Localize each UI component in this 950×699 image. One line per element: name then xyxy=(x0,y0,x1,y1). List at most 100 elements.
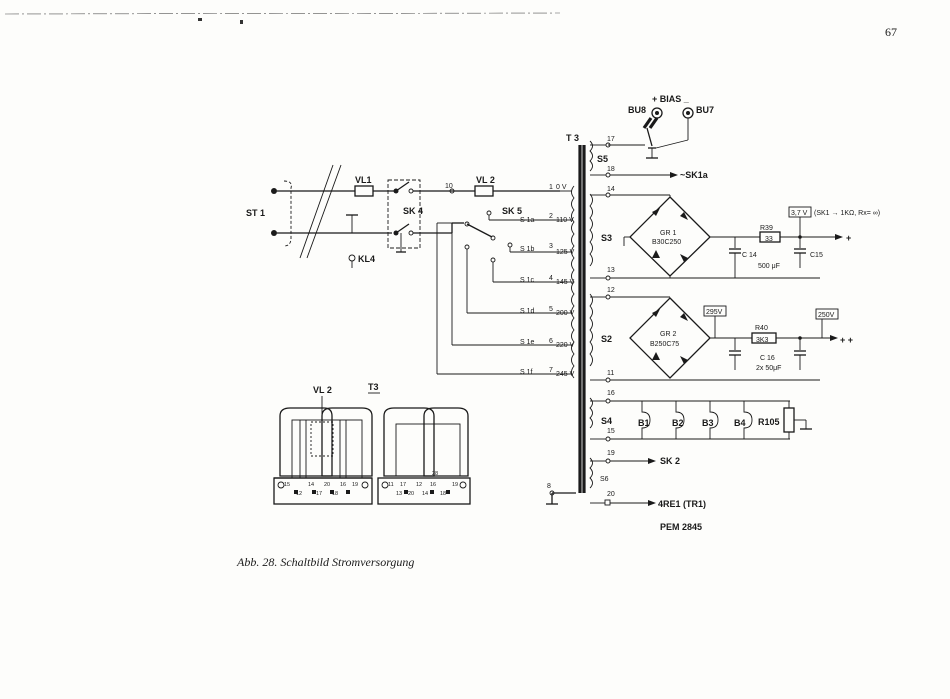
node-12: 12 xyxy=(607,287,615,294)
tap-num-4: 4 xyxy=(549,275,553,282)
bias-label: + BIAS _ xyxy=(652,94,690,104)
node-10-label: 10 xyxy=(445,183,453,190)
gr2-type: B250C75 xyxy=(650,341,679,348)
vl1-label: VL1 xyxy=(355,175,372,185)
c16-value: 2x 50μF xyxy=(756,365,781,372)
r39-value: 33 xyxy=(765,236,773,243)
tap-volt-7: 245 V xyxy=(556,371,575,378)
b4-label: B4 xyxy=(734,418,746,428)
tap-num-7: 7 xyxy=(549,367,553,374)
gr2-label: GR 2 xyxy=(660,331,676,338)
bu7-label: BU7 xyxy=(696,105,714,115)
term-l-0: 15 xyxy=(284,482,290,488)
term-r-8: 19 xyxy=(452,482,458,488)
tap-num-6: 6 xyxy=(549,338,553,345)
node-20: 20 xyxy=(607,491,615,498)
term-r-7: 18 xyxy=(440,491,446,497)
term-l-6: 16 xyxy=(340,482,346,488)
r39-label: R39 xyxy=(760,225,773,232)
tap-volt-5: 200 V xyxy=(556,310,575,317)
tap-volt-2: 110 V xyxy=(556,217,574,224)
transformer-t3: T 3 8 xyxy=(546,133,593,505)
node-14: 14 xyxy=(607,186,615,193)
term-l-4: 20 xyxy=(324,482,330,488)
plus-output-1: + xyxy=(846,233,851,243)
voltage-tag-250: 250V xyxy=(818,312,835,319)
term-r-4: 12 xyxy=(416,482,422,488)
node-17: 17 xyxy=(607,136,615,143)
page-number: 67 xyxy=(885,25,897,39)
node-13: 13 xyxy=(607,267,615,274)
plus-output-2: + + xyxy=(840,335,853,345)
s6-label: S6 xyxy=(600,476,609,483)
vl2-bottom-label: VL 2 xyxy=(313,385,332,395)
tap-volt-1: 0 V xyxy=(556,184,567,191)
tap-volt-3: 125 V xyxy=(556,249,575,256)
fuse-vl2-line: 10 VL 2 xyxy=(445,175,560,197)
b3-label: B3 xyxy=(702,418,714,428)
secondary-s2: 12 11 S2 GR 2 B250C75 295V C 16 2x 50μF … xyxy=(590,287,853,383)
secondary-s6: 19 SK 2 S6 20 4RE1 (TR1) xyxy=(590,450,706,509)
tap-num-5: 5 xyxy=(549,306,553,313)
term-l-1: 12 xyxy=(296,491,302,497)
c14-label: C 14 xyxy=(742,252,757,259)
sk4-label: SK 4 xyxy=(403,206,423,216)
tap-switch-7: S 1f xyxy=(520,369,533,376)
transformer-view-left: VL 2 15 12 14 17 20 18 16 19 xyxy=(273,385,373,505)
t3-bottom-label: T3 xyxy=(368,382,379,392)
tap-num-1: 1 xyxy=(549,184,553,191)
b1-label: B1 xyxy=(638,418,650,428)
s4-label: S4 xyxy=(601,416,612,426)
c15-value: 500 μF xyxy=(758,263,780,270)
term-r-6: 16 xyxy=(430,482,436,488)
node-18: 18 xyxy=(607,166,615,173)
s2-label: S2 xyxy=(601,334,612,344)
term-l-2: 14 xyxy=(308,482,314,488)
term-r-2: 17 xyxy=(400,482,406,488)
sk1a-label: ~SK1a xyxy=(680,170,709,180)
tap-volt-4: 145 V xyxy=(556,279,575,286)
re1-label: 4RE1 (TR1) xyxy=(658,499,706,509)
tap-volt-6: 220 V xyxy=(556,342,575,349)
st1-label: ST 1 xyxy=(246,208,265,218)
term-l-5: 18 xyxy=(332,491,338,497)
voltage-tag-37: 3,7 V xyxy=(791,210,808,217)
term-r-3: 20 xyxy=(408,491,414,497)
fuse-vl2 xyxy=(474,185,494,197)
sk5-label: SK 5 xyxy=(502,206,522,216)
term-r-1: 13 xyxy=(396,491,402,497)
term-l-7: 19 xyxy=(352,482,358,488)
node-11: 11 xyxy=(607,370,614,377)
node-28: 28 xyxy=(432,471,438,477)
switch-sk4: SK 4 xyxy=(387,179,475,253)
gr1-label: GR 1 xyxy=(660,230,676,237)
node-19: 19 xyxy=(607,450,615,457)
c15-label: C15 xyxy=(810,252,823,259)
c16-label: C 16 xyxy=(760,355,775,362)
tap-switch-6: S 1e xyxy=(520,339,535,346)
bu8-label: BU8 xyxy=(628,105,646,115)
term-l-3: 17 xyxy=(316,491,322,497)
r40-value: 3K3 xyxy=(756,337,769,344)
resistor-r105 xyxy=(783,407,795,433)
primary-taps: 1 0 V 2 110 V S 1a 3 125 V S 1b 4 145 V … xyxy=(520,184,575,378)
vl2-label: VL 2 xyxy=(476,175,495,185)
sk2-label: SK 2 xyxy=(660,456,680,466)
node-16: 16 xyxy=(607,390,615,397)
term-r-5: 14 xyxy=(422,491,428,497)
s3-label: S3 xyxy=(601,233,612,243)
tap-switch-2: S 1a xyxy=(520,217,535,224)
gr1-type: B30C250 xyxy=(652,239,681,246)
node-15: 15 xyxy=(607,428,615,435)
t3-label: T 3 xyxy=(566,133,579,143)
transformer-view-right: T3 28 11 13 17 20 12 14 16 18 19 xyxy=(368,382,471,505)
node-8: 8 xyxy=(547,483,551,490)
kl4-label: KL4 xyxy=(358,254,375,264)
r40-label: R40 xyxy=(755,325,768,332)
sk1-note: (SK1 → 1KΩ, Rx= ∞) xyxy=(814,210,880,217)
s5-label: S5 xyxy=(597,154,608,164)
mains-input: ST 1 VL1 KL4 xyxy=(246,164,395,268)
tap-num-2: 2 xyxy=(549,213,553,220)
doc-code: PEM 2845 xyxy=(660,522,702,532)
